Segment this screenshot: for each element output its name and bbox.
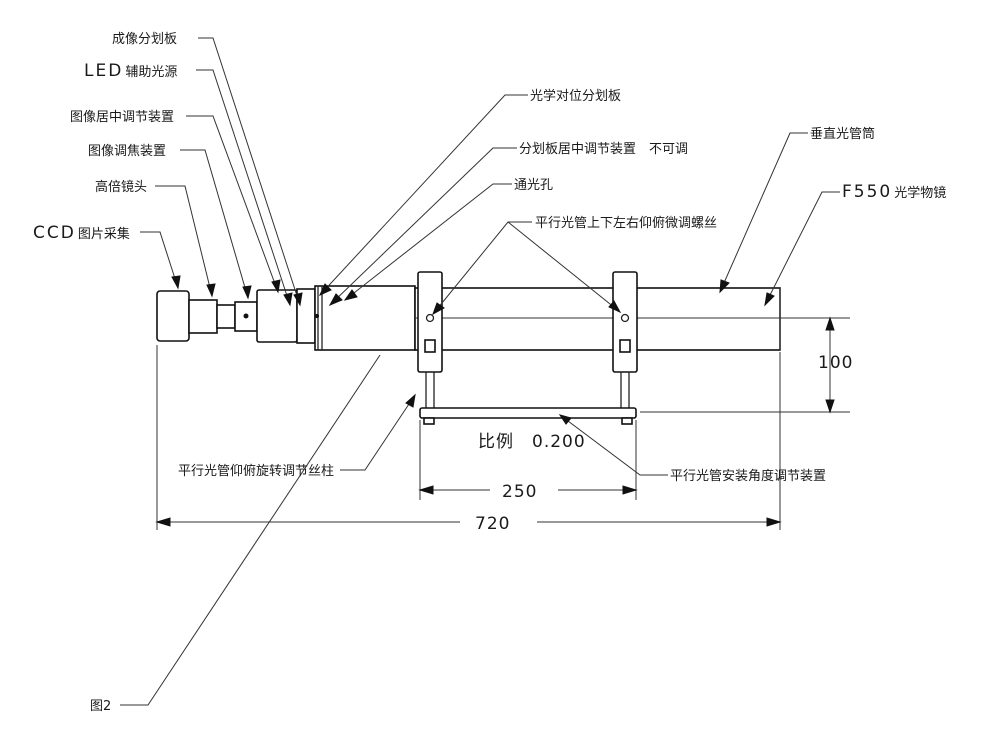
- label-reticle-centering: 分划板居中调节装置 不可调: [519, 142, 688, 157]
- reticle-housing: [314, 285, 416, 351]
- leader-lines: [120, 37, 840, 706]
- focus-knob-dot: [243, 313, 249, 319]
- bracket-right: [612, 271, 638, 410]
- dimension-bracket-span: 250: [502, 482, 537, 502]
- label-vertical-tube: 垂直光管筒: [810, 126, 875, 142]
- dimension-total-length: 720: [475, 514, 510, 534]
- base-plate: [419, 407, 637, 419]
- label-high-mag-lens: 高倍镜头: [95, 179, 147, 195]
- label-pitch-rotation-post: 平行光管仰俯旋转调节丝柱: [178, 463, 334, 479]
- collimator-tube: [414, 287, 781, 351]
- label-optical-alignment-reticle: 光学对位分划板: [530, 88, 621, 104]
- dimension-height: 100: [818, 353, 853, 373]
- label-figure-number: 图2: [90, 699, 111, 714]
- reticle-screw: [314, 313, 320, 319]
- label-imaging-reticle: 成像分划板: [112, 32, 177, 47]
- lens-coupler: [216, 304, 236, 329]
- label-scale: 比例 0.200: [478, 432, 586, 452]
- apparatus: [156, 271, 850, 425]
- bracket-left: [417, 271, 443, 410]
- high-mag-lens: [188, 299, 218, 334]
- label-image-centering: 图像居中调节装置: [70, 110, 174, 125]
- label-image-focus: 图像调焦装置: [88, 144, 166, 159]
- label-tube-adjust-screw: 平行光管上下左右仰俯微调螺丝: [535, 215, 717, 231]
- ccd-camera: [156, 290, 190, 342]
- label-mount-angle-device: 平行光管安装角度调节装置: [670, 468, 826, 484]
- label-light-hole: 通光孔: [514, 178, 553, 193]
- dimension-lines: [155, 316, 850, 530]
